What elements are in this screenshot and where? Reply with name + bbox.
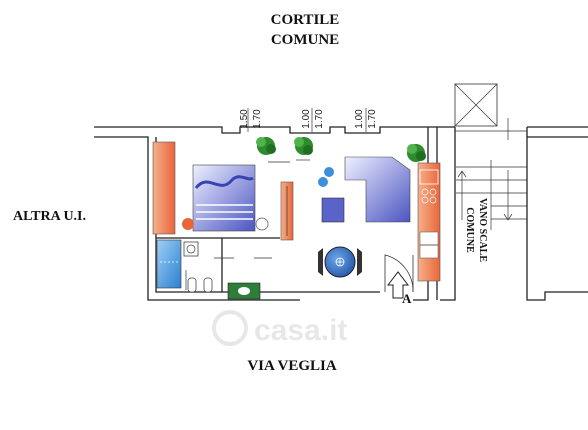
- window-marks: 1.50 1.70 1.00 1.70 1.00 1.70: [239, 108, 378, 132]
- bedroom: [152, 141, 294, 241]
- plant-icon: [407, 144, 426, 162]
- street-label: VIA VEGLIA: [247, 358, 337, 374]
- stairwell-label-line2: COMUNE: [464, 207, 475, 253]
- entrance-marker: A: [402, 291, 412, 306]
- window-2-width: 1.00: [301, 109, 312, 129]
- courtyard-label-line2: COMUNE: [271, 32, 339, 48]
- bathroom: [156, 239, 272, 300]
- neighbor-unit-label: ALTRA U.I.: [13, 209, 86, 224]
- living-area: [296, 156, 411, 223]
- window-1-height: 1.70: [252, 109, 263, 129]
- window-1-width: 1.50: [239, 109, 250, 129]
- plant-icon: [294, 137, 313, 155]
- window-2-height: 1.70: [314, 109, 325, 129]
- stairwell: [454, 83, 527, 230]
- plant-icon: [256, 137, 276, 155]
- stairwell-label-line1: VANO SCALE: [477, 198, 488, 262]
- plant-icons: [256, 137, 426, 162]
- window-3-width: 1.00: [354, 109, 365, 129]
- courtyard-label-line1: CORTILE: [271, 12, 340, 28]
- window-3-height: 1.70: [367, 109, 378, 129]
- watermark-text: casa.it: [254, 314, 347, 347]
- entrance-door: A: [384, 254, 414, 306]
- dining-table: [318, 246, 362, 278]
- watermark-logo: casa.it: [212, 310, 347, 347]
- kitchen: [417, 162, 441, 282]
